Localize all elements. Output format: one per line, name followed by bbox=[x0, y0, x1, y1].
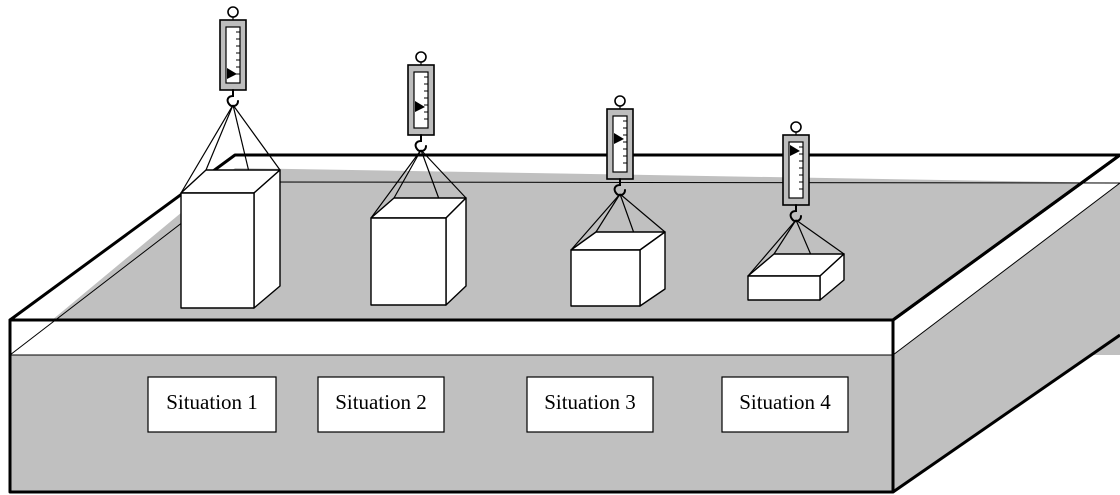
scale-ticks bbox=[799, 146, 803, 190]
water-line-side bbox=[892, 182, 1120, 356]
water-surface bbox=[10, 168, 1120, 355]
situation-2 bbox=[370, 51, 467, 306]
scale-ticks bbox=[623, 120, 627, 164]
scale-ring bbox=[614, 95, 626, 107]
situation-label-2: Situation 2 bbox=[317, 376, 445, 433]
tank-side-water bbox=[893, 183, 1120, 492]
situation-label-4-text: Situation 4 bbox=[739, 390, 831, 414]
spring-scale bbox=[219, 6, 247, 108]
block bbox=[570, 231, 666, 307]
spring-scale bbox=[782, 121, 810, 223]
scale-ticks bbox=[424, 76, 428, 120]
spring-scale bbox=[606, 95, 634, 197]
block bbox=[370, 197, 467, 306]
scale-window bbox=[413, 71, 429, 129]
tank-bottom-edge bbox=[892, 333, 1120, 494]
scale-window bbox=[788, 141, 804, 199]
water-tank bbox=[8, 153, 1120, 494]
suspension-strings bbox=[180, 104, 281, 194]
situation-label-1: Situation 1 bbox=[147, 376, 277, 433]
situation-3 bbox=[570, 95, 666, 307]
situation-label-1-text: Situation 1 bbox=[166, 390, 258, 414]
scale-ring bbox=[227, 6, 239, 18]
scale-pointer bbox=[415, 101, 425, 112]
scale-hook bbox=[414, 134, 427, 153]
suspension-strings bbox=[747, 219, 845, 277]
scale-pointer bbox=[227, 68, 237, 79]
scale-hook bbox=[613, 178, 626, 197]
situation-label-3: Situation 3 bbox=[526, 376, 654, 433]
scale-hook bbox=[789, 204, 802, 223]
situation-4 bbox=[747, 121, 845, 301]
block bbox=[747, 253, 845, 301]
tank-side-wall bbox=[892, 153, 1120, 322]
scale-ring bbox=[415, 51, 427, 63]
tank-side-glass bbox=[893, 155, 1120, 355]
tank-front-wall bbox=[8, 318, 895, 494]
spring-scale bbox=[407, 51, 435, 153]
situation-label-2-text: Situation 2 bbox=[335, 390, 427, 414]
scale-hook bbox=[226, 89, 239, 108]
block bbox=[180, 169, 281, 309]
situation-1 bbox=[180, 6, 281, 309]
tank-front-glass bbox=[10, 320, 893, 355]
scale-pointer bbox=[790, 145, 800, 156]
scale-ring bbox=[790, 121, 802, 133]
scale-window bbox=[612, 115, 628, 173]
situation-label-3-text: Situation 3 bbox=[544, 390, 636, 414]
scale-window bbox=[225, 26, 241, 84]
scale-pointer bbox=[614, 133, 624, 144]
situation-label-4: Situation 4 bbox=[721, 376, 849, 433]
